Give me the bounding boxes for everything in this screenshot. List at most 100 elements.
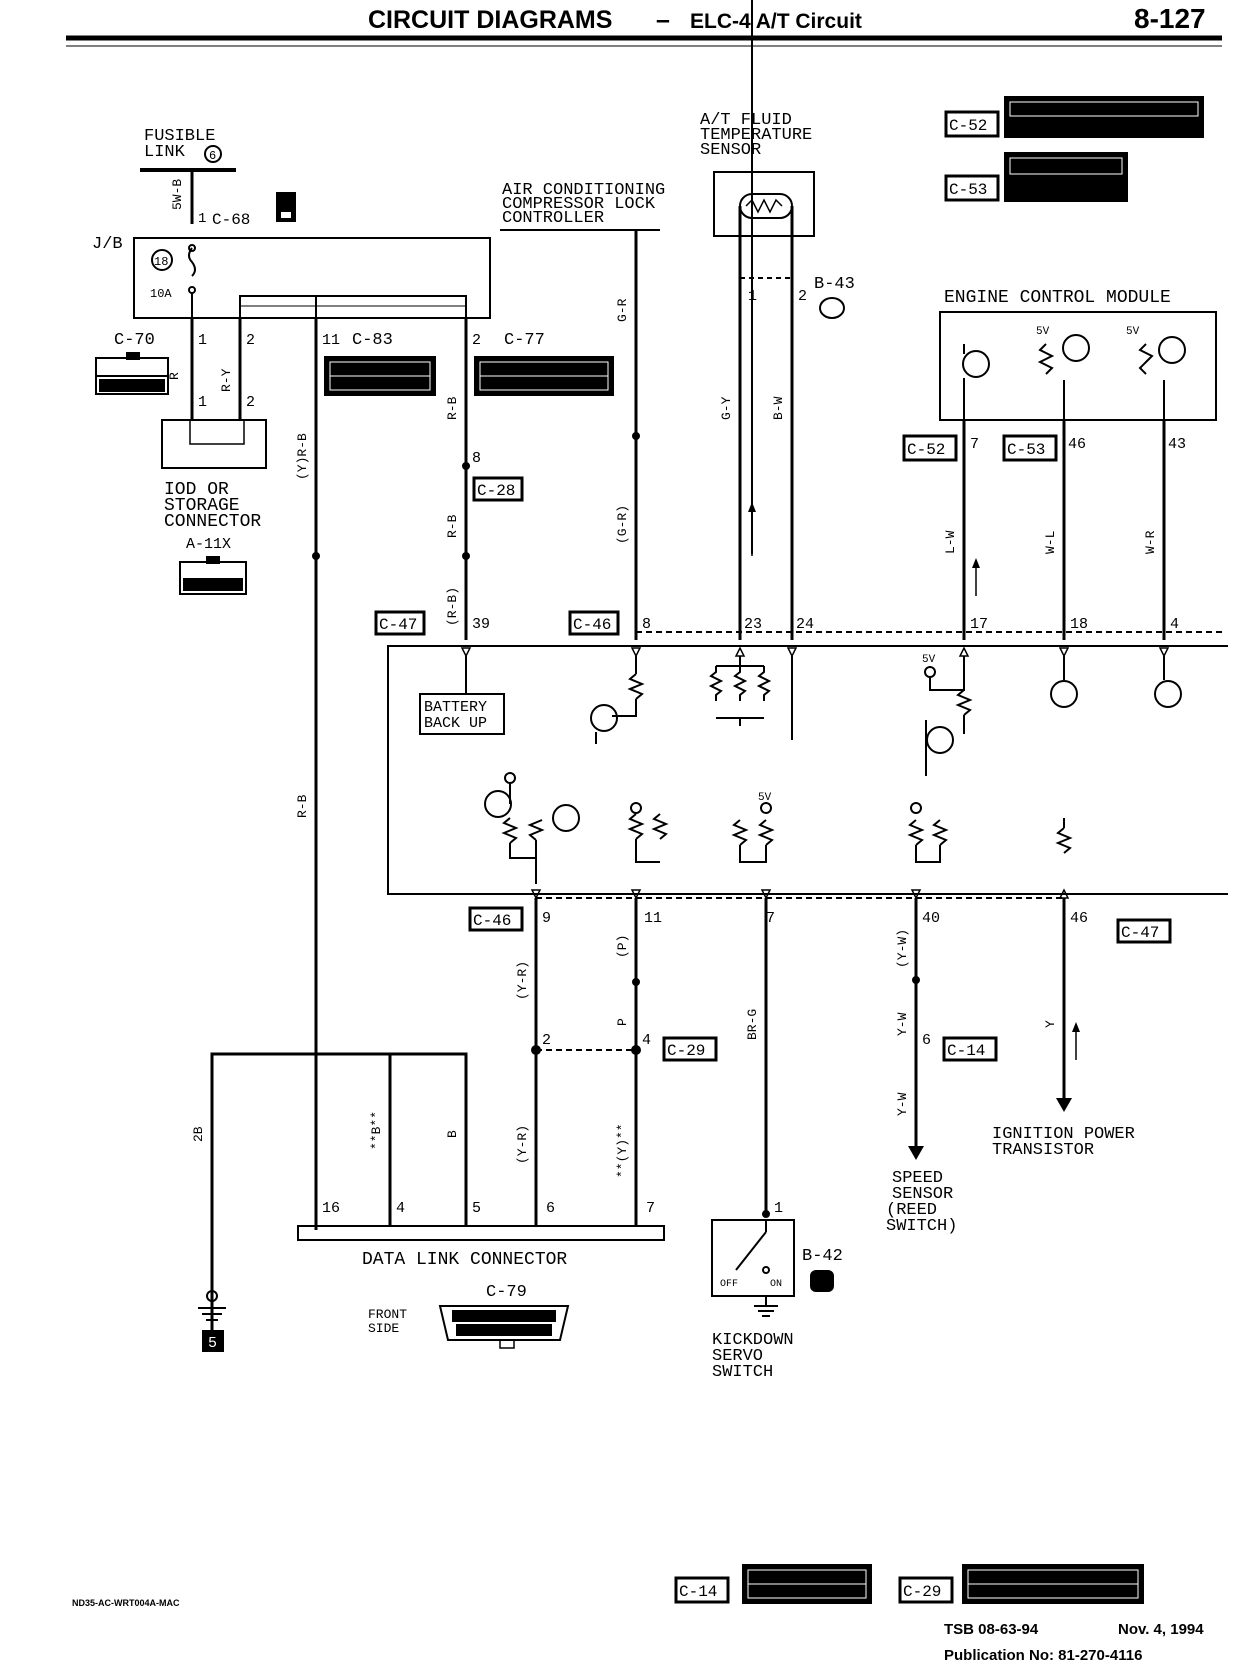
pin-dlc-6: 6: [546, 1200, 555, 1217]
pin-iod-1: 1: [198, 394, 207, 411]
wire-label-rb2: R-B: [445, 514, 460, 538]
pin-c29-4: 4: [642, 1032, 651, 1049]
ground-number-box: [202, 1330, 224, 1352]
connector-b42: B-42: [802, 1247, 843, 1266]
pin-b43-2: 2: [798, 288, 807, 305]
b42-connector-icon: [810, 1270, 834, 1292]
footer-code: ND35-AC-WRT004A-MAC: [72, 1598, 180, 1608]
iod-label-3: CONNECTOR: [164, 512, 261, 532]
pin-c83-11: 11: [322, 332, 340, 349]
pin-dlc-7: 7: [646, 1200, 655, 1217]
pin-ecm-46: 46: [1070, 910, 1088, 927]
c46-connector-icon: [468, 906, 524, 932]
c52-pin-face: [1004, 96, 1204, 138]
fusible-link-circle: [204, 145, 222, 163]
wire-label-bstar: **B**: [369, 1111, 384, 1150]
iod-label-1: IOD OR: [164, 480, 229, 500]
kickdown-ground-symbol: [754, 1296, 778, 1317]
c47-connector-icon-top: [374, 610, 426, 636]
ecm-transistor-1: [962, 350, 990, 378]
speed-sensor-label-4: SWITCH): [886, 1217, 957, 1236]
front-side-label-1: FRONT: [368, 1307, 407, 1322]
connector-c53: C-53: [1007, 441, 1045, 459]
footer-publication: Publication No: 81-270-4116: [944, 1647, 1142, 1664]
battery-backup-label-1: BATTERY: [424, 699, 487, 716]
footer-date: Nov. 4, 1994: [1118, 1621, 1204, 1638]
wire-ground-b: [210, 1052, 468, 1350]
connector-c46: C-46: [473, 912, 511, 930]
jb-label: J/B: [92, 235, 123, 254]
kickdown-label-3: SWITCH: [712, 1363, 773, 1382]
ecm-label: ENGINE CONTROL MODULE: [944, 288, 1171, 308]
pin-ecm-46-top: 46: [1068, 436, 1086, 453]
c28-connector-icon: [472, 476, 524, 502]
switch-off-label: OFF: [720, 1279, 738, 1290]
connector-c68: C-68: [212, 211, 250, 229]
connector-c83: C-83: [352, 331, 393, 350]
ecm-upper-box: [939, 311, 1217, 421]
wire-label-yrb: (Y)R-B: [295, 433, 310, 480]
pin-c68-1: 1: [198, 211, 206, 227]
wire-label-brg: BR-G: [745, 1009, 760, 1040]
footer-tsb: TSB 08-63-94: [944, 1621, 1039, 1638]
ecm-pin-markers-top: [460, 646, 1170, 658]
speed-sensor-label-2: SENSOR: [892, 1185, 953, 1204]
pin-ecm-39: 39: [472, 616, 490, 633]
c53-connector-icon: [1002, 434, 1058, 462]
wire-label-wl: W-L: [1043, 531, 1058, 554]
atf-sensor-label-1: A/T FLUID: [700, 111, 792, 130]
wire-label-r: R: [167, 372, 182, 380]
connector-c53-top: C-53: [949, 181, 987, 199]
connector-c14: C-14: [947, 1042, 985, 1060]
c14-legend-icon: [674, 1576, 730, 1604]
battery-backup-label-2: BACK UP: [424, 715, 487, 732]
pin-ecm-8: 8: [642, 616, 651, 633]
svg-text:5V: 5V: [922, 654, 936, 666]
wire-label-rbp: (R-B): [445, 587, 460, 626]
pin-ecm-23: 23: [744, 616, 762, 633]
connector-c70: C-70: [114, 331, 155, 350]
wire-label-y: Y: [1043, 1020, 1058, 1028]
pin-ecm-17: 17: [970, 616, 988, 633]
connector-c29-legend: C-29: [903, 1583, 941, 1601]
iod-label-2: STORAGE: [164, 496, 240, 516]
ac-controller-label-3: CONTROLLER: [502, 209, 604, 228]
ecm-5v-2: 5V: [1126, 326, 1140, 338]
kickdown-switch-lever: [735, 1231, 767, 1271]
battery-backup-box: [419, 693, 505, 735]
dlc-label: DATA LINK CONNECTOR: [362, 1250, 567, 1270]
page-number: 8-127: [1134, 3, 1206, 34]
c47-connector-icon: [1116, 918, 1172, 944]
ecm-main-box: [387, 645, 1228, 895]
kickdown-label-2: SERVO: [712, 1347, 763, 1366]
pin-b42-1: 1: [774, 1200, 783, 1217]
connector-c28: C-28: [477, 482, 515, 500]
pin-c77-2: 2: [472, 332, 481, 349]
kickdown-switch-box: [711, 1219, 795, 1297]
connector-c47: C-47: [1121, 924, 1159, 942]
pin-ecm-24: 24: [796, 616, 814, 633]
pin-c14-6: 6: [922, 1032, 931, 1049]
connector-c47-top: C-47: [379, 616, 417, 634]
wire-label-lw: L-W: [943, 530, 958, 554]
c29-legend-icon: [898, 1576, 954, 1604]
pin-iod-2: 2: [246, 394, 255, 411]
atf-sensor-label-2: TEMPERATURE: [700, 126, 812, 145]
pin-dlc-5: 5: [472, 1200, 481, 1217]
fusible-link-number: 6: [209, 149, 216, 163]
pin-ecm-4: 4: [1170, 616, 1179, 633]
pin-ecm-7-bottom: 7: [766, 910, 775, 927]
wire-label-pp: (P): [615, 935, 630, 958]
wire-label-ystar: **(Y)**: [615, 1123, 630, 1178]
switch-on-label: ON: [770, 1279, 782, 1290]
connector-c52-top: C-52: [949, 117, 987, 135]
pin-dlc-16: 16: [322, 1200, 340, 1217]
speed-sensor-arrow: [908, 1146, 924, 1160]
wire-label-grp: (G-R): [615, 505, 630, 544]
ecm-internal-circuits: 5V 5V: [484, 654, 1182, 884]
fuse-amperage: 10A: [150, 287, 172, 301]
c52-connector-icon: [902, 434, 958, 462]
svg-text:5V: 5V: [758, 792, 772, 804]
pin-ecm-9: 9: [542, 910, 551, 927]
